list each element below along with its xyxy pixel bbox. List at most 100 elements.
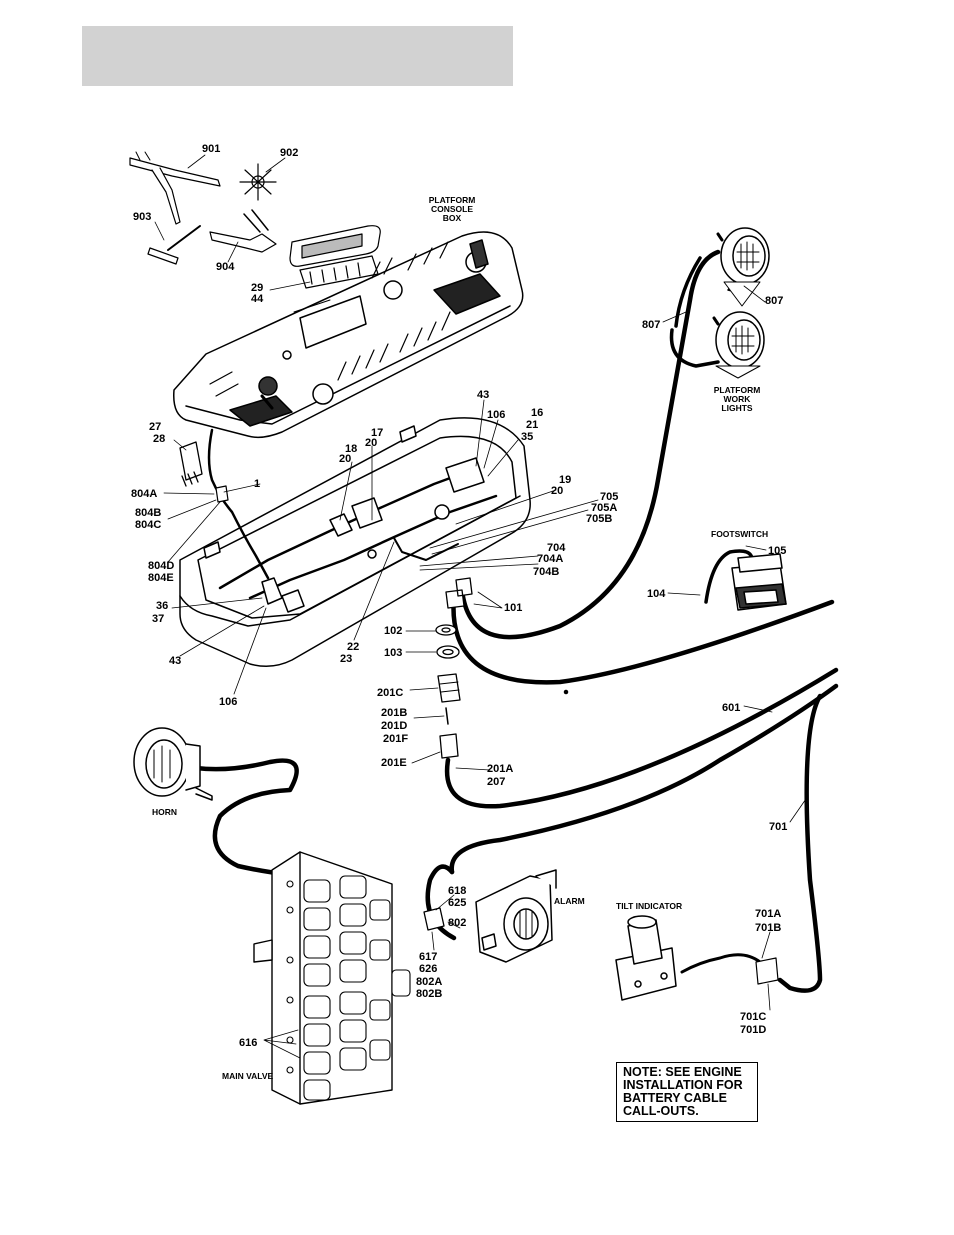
label-626: 626 [419,963,437,975]
label-701A: 701A [755,908,781,920]
label-201C: 201C [377,687,403,699]
label-701: 701 [769,821,787,833]
title-placeholder-bar [82,26,513,86]
label-22: 22 [347,641,359,653]
label-19: 19 [559,474,571,486]
note-line-4: CALL-OUTS. [623,1104,699,1118]
label-43-b: 43 [169,655,181,667]
label-705B: 705B [586,513,612,525]
horn-icon [133,727,213,801]
note-line-1: NOTE: SEE ENGINE [623,1065,742,1079]
crimp-tool-901-icon [129,151,221,225]
label-20-c: 20 [551,485,563,497]
label-802B: 802B [416,988,442,1000]
footswitch-icon [731,553,787,611]
leader-lines [154,154,809,1059]
label-footswitch: FOOTSWITCH [711,529,768,539]
label-37: 37 [152,613,164,625]
label-105: 105 [768,545,786,557]
label-platform-work-lights-2: WORK [724,394,752,404]
insertion-tool-903-icon [147,225,201,265]
work-light-upper-icon [716,227,770,307]
label-625: 625 [448,897,466,909]
label-201D: 201D [381,720,407,732]
label-807-a: 807 [765,295,783,307]
tilt-indicator-icon [615,915,779,1001]
note-box: NOTE: SEE ENGINE INSTALLATION FOR BATTER… [616,1062,758,1122]
label-601: 601 [722,702,740,714]
main-valve-icon [253,851,411,1105]
label-207: 207 [487,776,505,788]
label-101: 101 [504,602,522,614]
label-903: 903 [133,211,151,223]
label-20-a: 20 [365,437,377,449]
label-103: 103 [384,647,402,659]
label-618: 618 [448,885,466,897]
label-902: 902 [280,147,298,159]
connector-617-icon [423,907,445,931]
label-802A: 802A [416,976,442,988]
label-44: 44 [251,293,264,305]
label-701D: 701D [740,1024,766,1036]
label-1: 1 [254,478,260,490]
label-16: 16 [531,407,543,419]
label-platform-work-lights-1: PLATFORM [714,385,761,395]
label-28: 28 [153,433,165,445]
label-802: 802 [448,917,466,929]
label-807-b: 807 [642,319,660,331]
display-module-icon [289,225,381,289]
label-102: 102 [384,625,402,637]
label-704: 704 [547,542,566,554]
label-36: 36 [156,600,168,612]
note-line-2: INSTALLATION FOR [623,1078,743,1092]
console-lid-icon [173,231,524,439]
label-main-valve: MAIN VALVE [222,1071,273,1081]
label-20-b: 20 [339,453,351,465]
label-alarm: ALARM [554,896,585,906]
extraction-tool-902-icon [239,163,277,201]
label-platform-console-box-3: BOX [443,213,462,223]
callout-labels: 901 902 903 904 PLATFORM CONSOLE BOX 29 … [131,143,787,1081]
label-705: 705 [600,491,618,503]
label-platform-work-lights-3: LIGHTS [721,403,752,413]
label-21: 21 [526,419,538,431]
connector-27-icon [179,441,203,487]
label-804B: 804B [135,507,161,519]
label-201F: 201F [383,733,408,745]
label-tilt-indicator: TILT INDICATOR [616,901,682,911]
work-light-lower-icon [712,311,765,379]
label-704A: 704A [537,553,563,565]
label-horn: HORN [152,807,177,817]
note-line-3: BATTERY CABLE [623,1091,727,1105]
cable-harness [193,249,839,1095]
label-104: 104 [647,588,666,600]
label-27: 27 [149,421,161,433]
label-617: 617 [419,951,437,963]
crimp-tool-904-icon [209,209,277,253]
label-18: 18 [345,443,357,455]
label-23: 23 [340,653,352,665]
label-701B: 701B [755,922,781,934]
label-616: 616 [239,1037,257,1049]
label-804E: 804E [148,572,174,584]
label-43-a: 43 [477,389,489,401]
label-804C: 804C [135,519,161,531]
label-17: 17 [371,427,383,439]
label-platform-console-box-1: PLATFORM [429,195,476,205]
alarm-icon [475,869,557,963]
label-platform-console-box-2: CONSOLE [431,204,473,214]
label-804A: 804A [131,488,157,500]
bulkhead-fittings-icon [435,577,473,759]
label-901: 901 [202,143,220,155]
label-804D: 804D [148,560,174,572]
label-106-b: 106 [219,696,237,708]
label-29: 29 [251,282,263,294]
console-base-icon [179,417,531,667]
label-201A: 201A [487,763,513,775]
label-904: 904 [216,261,235,273]
label-704B: 704B [533,566,559,578]
label-106-a: 106 [487,409,505,421]
label-705A: 705A [591,502,617,514]
label-701C: 701C [740,1011,766,1023]
